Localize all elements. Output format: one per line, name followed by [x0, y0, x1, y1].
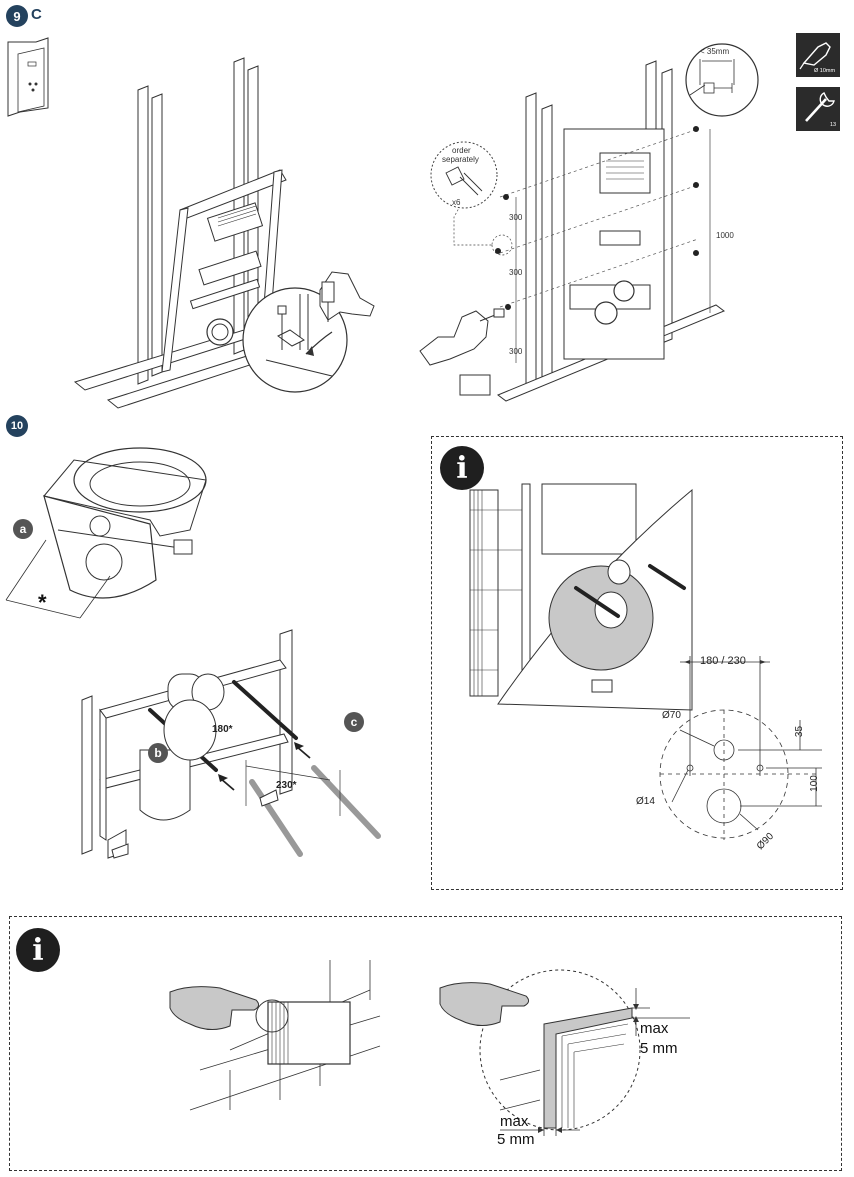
- step-number-badge: 9: [6, 5, 28, 27]
- step-substep-label: C: [31, 6, 42, 23]
- gap-bottom-max-label: max: [500, 1113, 529, 1130]
- diameter-14-label: Ø14: [636, 796, 655, 807]
- order-note-line2: separately: [442, 155, 479, 164]
- gap-top-mm-label: 5 mm: [640, 1040, 678, 1057]
- diameter-70-label: Ø70: [662, 710, 681, 721]
- spacing-label-3: 300: [509, 347, 523, 356]
- wrench-icon: [805, 92, 835, 122]
- dimension-35-label: 35: [794, 725, 806, 738]
- gap-bottom-mm-label: 5 mm: [497, 1131, 535, 1148]
- distance-label: 230*: [276, 780, 297, 791]
- frame-wall-fixing-illustration: [419, 43, 759, 402]
- frame-rods-illustration: [81, 629, 381, 859]
- info-panel-flush-plate-gap: [9, 916, 842, 1171]
- asterisk-label: *: [38, 590, 47, 615]
- step-number-badge-10: 10: [6, 415, 28, 437]
- label-badge-a: a: [13, 519, 33, 539]
- label-badge-b: b: [148, 743, 168, 763]
- drill-size-label: Ø 10mm: [814, 68, 836, 74]
- info-badge-2: i: [16, 928, 60, 972]
- drilling-dimension-diagram: [659, 656, 822, 840]
- info-panel-drilling-template: [431, 436, 843, 890]
- gap-top-max-label: max: [640, 1020, 669, 1037]
- dimension-100-label: 100: [808, 775, 820, 792]
- flush-plate-gap-detail: [439, 969, 690, 1136]
- frame-mounting-illustration-left: [73, 57, 375, 409]
- wall-template-illustration: [469, 483, 693, 711]
- info-badge-1: i: [440, 446, 484, 490]
- tool-wrench-box: 13: [796, 87, 840, 131]
- flush-plate-thumbnail: [7, 37, 49, 117]
- label-badge-c: c: [344, 712, 364, 732]
- toilet-bowl-illustration: [5, 447, 207, 619]
- spacing-dimension-label: 180 / 230: [700, 655, 746, 667]
- height-label: 1000: [716, 231, 734, 240]
- spacing-label-2: 300: [509, 268, 523, 277]
- spacing-label-1: 300: [509, 213, 523, 222]
- angle-label: 180*: [212, 724, 233, 735]
- order-note-line1: order: [452, 146, 471, 155]
- screw-length-label: < 35mm: [700, 47, 730, 56]
- wrench-size-label: 13: [830, 122, 837, 128]
- drill-icon: [799, 42, 831, 70]
- quantity-label: x6: [452, 198, 461, 207]
- flush-plate-wall-illustration: [169, 960, 381, 1111]
- tool-drill-box: Ø 10mm: [796, 33, 840, 77]
